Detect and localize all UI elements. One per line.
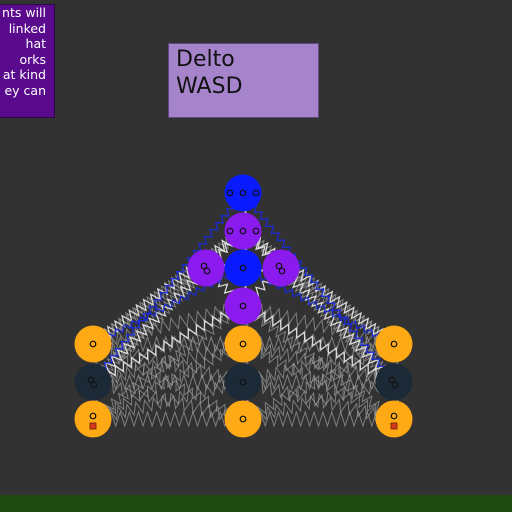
mouth-icon <box>89 422 97 430</box>
title-line-1: Delto <box>176 47 235 72</box>
spring-upper-muscle-to-right-top-foot <box>242 230 395 347</box>
joint-body <box>224 174 262 212</box>
spring-left-foot-to-lower-muscle <box>92 305 244 421</box>
joint-mid-dark[interactable] <box>224 363 262 401</box>
spring-upper-muscle-to-left-top-foot <box>92 228 244 345</box>
spring-right-dark-to-lower-muscle <box>242 303 395 383</box>
spring-left-foot-to-mid-top-foot <box>92 340 244 423</box>
joint-left-muscle[interactable] <box>187 249 225 287</box>
eye-icon <box>239 378 247 386</box>
joint-left-dark[interactable] <box>74 363 112 401</box>
mouth-icon <box>390 422 398 430</box>
eye-icon <box>278 267 286 275</box>
spring-right-top-foot-to-upper-muscle <box>242 229 395 345</box>
info-line: linked <box>8 20 46 36</box>
eye-icon <box>87 376 95 384</box>
joint-top-control[interactable] <box>224 174 262 212</box>
ground <box>0 495 512 512</box>
joint-body <box>375 325 413 363</box>
joint-body <box>224 249 262 287</box>
eye-icon <box>89 412 97 420</box>
joint-right-top-foot[interactable] <box>375 325 413 363</box>
spring-left-dark-to-mid-foot <box>92 377 244 425</box>
info-line: ey can <box>4 82 46 98</box>
info-line: at kind <box>2 67 46 82</box>
spring-left-dark-to-lower-muscle <box>92 303 244 385</box>
eye-icon <box>391 381 399 389</box>
eye-icon <box>390 412 398 420</box>
joint-lower-muscle[interactable] <box>224 287 262 325</box>
eye-icon <box>226 227 234 235</box>
spring-right-dark-to-right-muscle <box>280 266 396 383</box>
joint-left-top-foot[interactable] <box>74 325 112 363</box>
eye-icon <box>239 264 247 272</box>
eye-icon <box>239 189 247 197</box>
eye-icon <box>226 189 234 197</box>
spring-left-top-foot-to-lower-muscle <box>92 301 244 350</box>
spring-mid-dark-to-right-dark <box>242 373 395 391</box>
eye-icon <box>200 262 208 270</box>
spring-mid-foot-to-right-dark <box>242 376 395 425</box>
info-line: orks <box>19 51 46 67</box>
eye-icon <box>239 415 247 423</box>
joint-layer <box>74 174 413 438</box>
joint-left-foot[interactable] <box>74 400 112 438</box>
spring-top-control-to-right-dark <box>242 192 395 383</box>
title-line-2: WASD <box>176 74 243 99</box>
info-line: hat <box>25 36 46 51</box>
joint-right-dark[interactable] <box>375 363 413 401</box>
spring-center-control-to-left-top-foot <box>92 266 244 346</box>
spring-center-control-to-right-top-foot <box>242 267 395 346</box>
eye-icon <box>239 227 247 235</box>
joint-body <box>74 325 112 363</box>
joint-body <box>224 287 262 325</box>
creature-title: Delto WASD <box>168 43 319 118</box>
spring-left-dark-to-mid-top-foot <box>92 339 244 388</box>
spring-right-top-foot-to-lower-muscle <box>242 301 395 349</box>
spring-top-control-to-left-dark <box>92 192 244 383</box>
joint-body <box>224 400 262 438</box>
spring-left-muscle-to-left-dark <box>91 266 207 383</box>
spring-left-foot-to-mid-foot <box>92 410 244 428</box>
eye-icon <box>90 381 98 389</box>
joint-right-muscle[interactable] <box>262 249 300 287</box>
spring-left-foot-to-mid-dark <box>92 377 244 425</box>
eye-icon <box>252 189 260 197</box>
eye-icon <box>239 340 247 348</box>
spring-mid-top-foot-to-right-top-foot <box>242 335 395 353</box>
eye-icon <box>239 302 247 310</box>
eye-icon <box>89 340 97 348</box>
eye-icon <box>275 262 283 270</box>
info-panel: nts will linked hat orks at kind ey can <box>0 4 55 118</box>
spring-left-top-foot-to-upper-muscle <box>92 230 244 346</box>
joint-body <box>224 325 262 363</box>
joint-right-foot[interactable] <box>375 400 413 438</box>
eye-icon <box>390 340 398 348</box>
info-line: nts will <box>2 5 46 20</box>
joint-center-control[interactable] <box>224 249 262 287</box>
joint-mid-foot[interactable] <box>224 400 262 438</box>
joint-body <box>224 363 262 401</box>
spring-layer <box>87 192 400 428</box>
joint-mid-top-foot[interactable] <box>224 325 262 363</box>
joint-upper-muscle[interactable] <box>224 212 262 250</box>
joint-body <box>224 212 262 250</box>
eye-icon <box>203 267 211 275</box>
eye-icon <box>388 376 396 384</box>
spring-mid-foot-to-right-foot <box>242 410 395 428</box>
spring-right-foot-to-lower-muscle <box>242 304 395 420</box>
eye-icon <box>252 227 260 235</box>
